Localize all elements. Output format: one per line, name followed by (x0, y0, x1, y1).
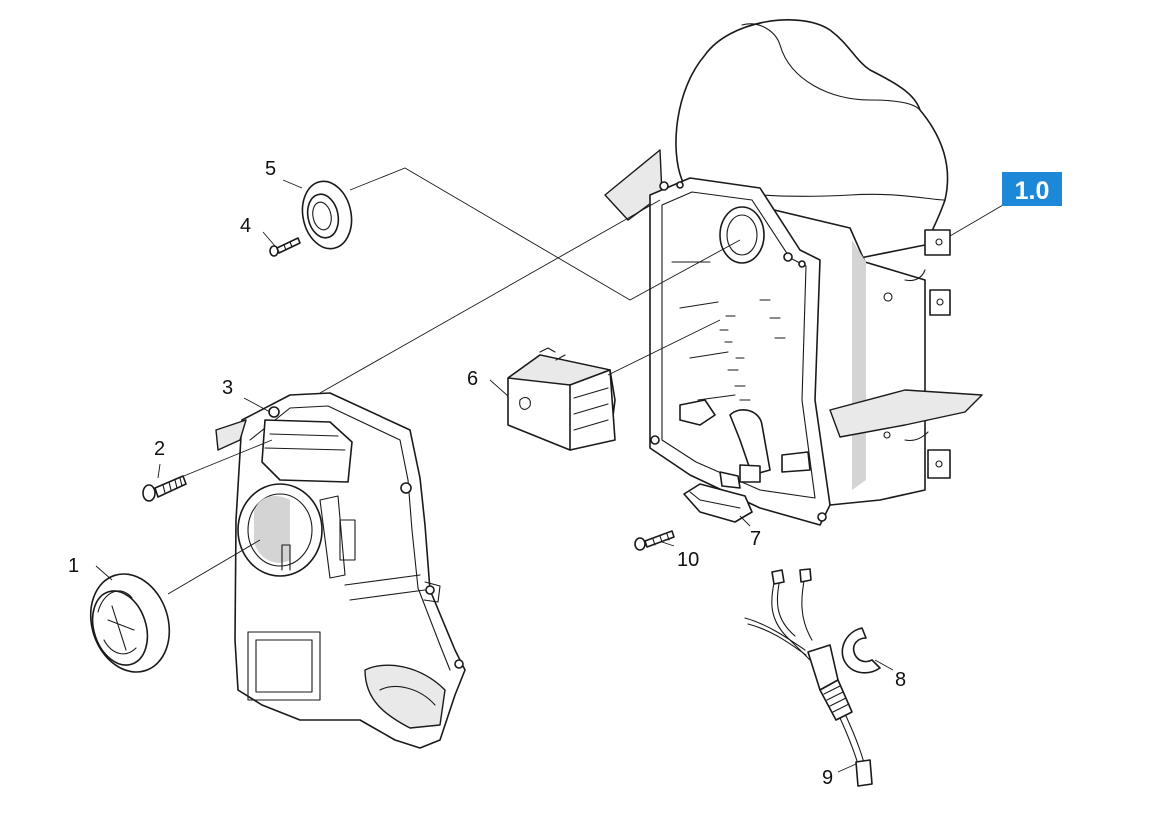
assembly-ref-badge[interactable]: 1.0 (1002, 172, 1062, 206)
grommet-part (301, 180, 353, 250)
callout-5[interactable]: 5 (265, 158, 276, 180)
leader-lines (95, 167, 1004, 773)
cable-assembly-part (744, 568, 873, 787)
screw-part-4 (269, 237, 301, 257)
callout-8[interactable]: 8 (895, 669, 906, 691)
front-cover-part (215, 392, 466, 749)
callout-10[interactable]: 10 (677, 549, 699, 571)
callout-9[interactable]: 9 (822, 767, 833, 789)
callout-2[interactable]: 2 (154, 438, 165, 460)
callout-labels: 1 2 3 4 5 6 7 8 9 10 (68, 158, 906, 789)
knob-part (89, 573, 171, 673)
callout-1[interactable]: 1 (68, 555, 79, 577)
assembly-ref-label: 1.0 (1015, 177, 1050, 205)
assembly-ref-badge-bg (1002, 172, 1062, 206)
cable-clamp-part (683, 471, 753, 523)
housing-assembly (604, 19, 983, 526)
screw-part-10 (634, 530, 675, 551)
callout-6[interactable]: 6 (467, 368, 478, 390)
callout-4[interactable]: 4 (240, 215, 251, 237)
callout-7[interactable]: 7 (750, 528, 761, 550)
screw-part-2 (142, 475, 187, 502)
callout-3[interactable]: 3 (222, 377, 233, 399)
switch-block-part (507, 347, 616, 451)
retaining-clip-part (841, 627, 881, 674)
